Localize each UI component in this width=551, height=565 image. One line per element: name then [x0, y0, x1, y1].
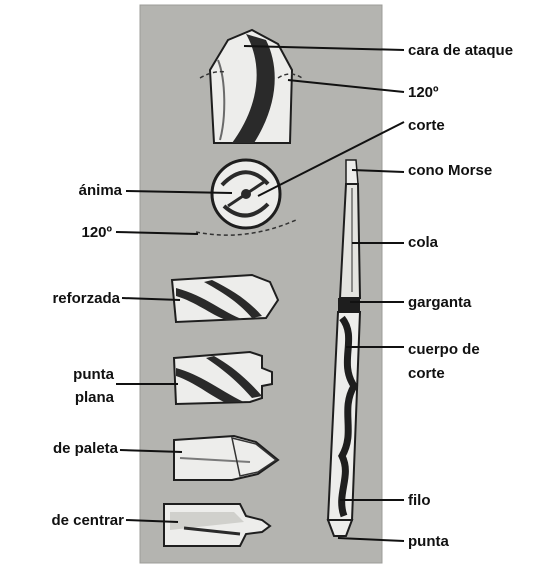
label-punta: punta — [408, 533, 449, 550]
label-cuerpo-de-corte-line1: cuerpo de — [408, 341, 480, 358]
label-cola: cola — [408, 234, 438, 251]
label-corte: corte — [408, 117, 445, 134]
label-reforzada: reforzada — [10, 290, 120, 307]
label-anima: ánima — [40, 182, 122, 199]
label-angle-120-top: 120º — [408, 84, 439, 101]
label-de-paleta: de paleta — [10, 440, 118, 457]
drill-flat-tip — [174, 352, 272, 404]
label-cuerpo-de-corte-line2: corte — [408, 365, 445, 382]
label-cono-morse: cono Morse — [408, 162, 492, 179]
label-angle-120-mid: 120º — [40, 224, 112, 241]
label-punta-plana-line1: punta — [40, 366, 114, 383]
label-de-centrar: de centrar — [2, 512, 124, 529]
label-cara-de-ataque: cara de ataque — [408, 42, 513, 59]
label-filo: filo — [408, 492, 431, 509]
drill-reinforced — [172, 275, 278, 322]
label-punta-plana-line2: plana — [40, 389, 114, 406]
label-garganta: garganta — [408, 294, 471, 311]
